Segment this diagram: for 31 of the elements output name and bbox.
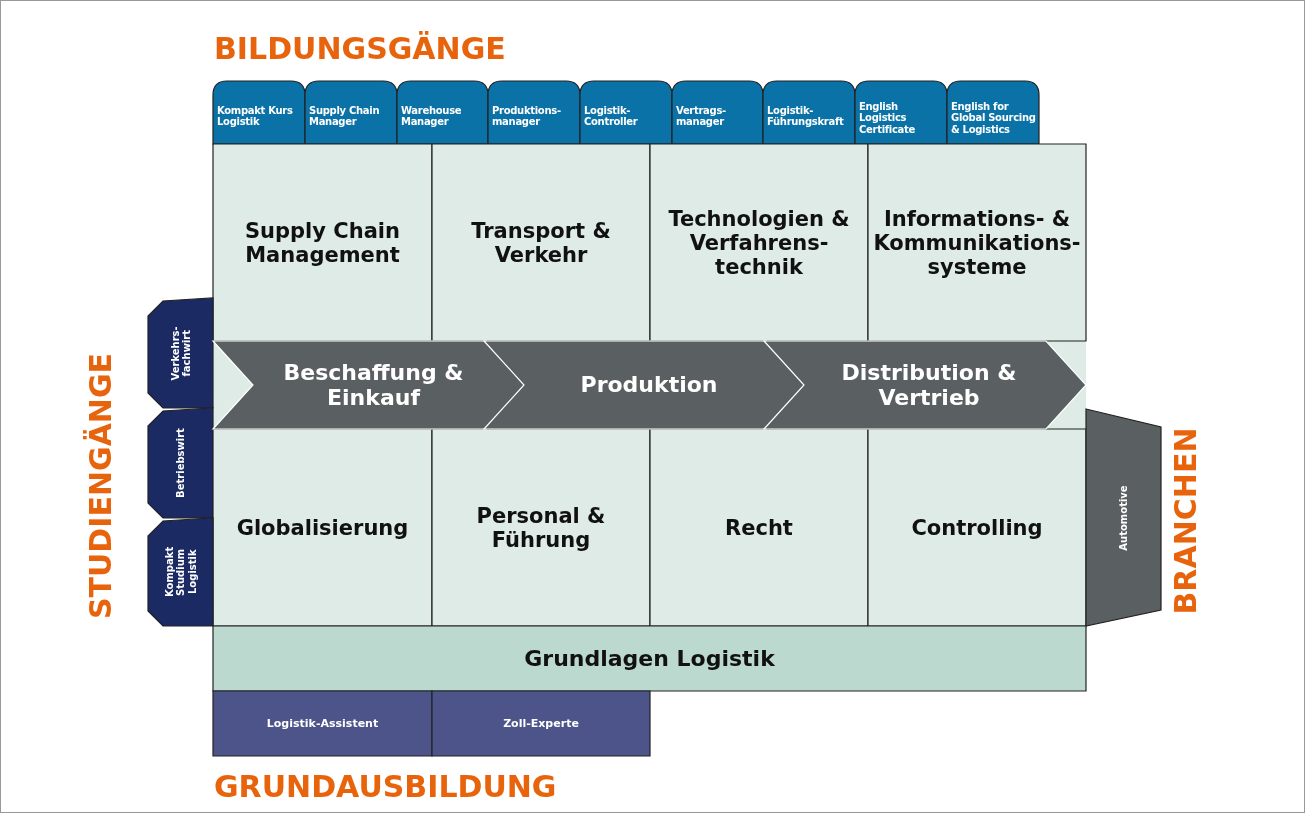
course-label: English Logistics Certificate <box>859 100 916 135</box>
topic-label: Produktion <box>579 372 719 398</box>
section-heading: BRANCHEN <box>1168 427 1203 615</box>
course-label: Vertrags-manager <box>676 104 727 128</box>
course-label: Betriebswirt <box>174 428 187 498</box>
topic-label: Recht <box>724 515 794 540</box>
topic-label: Technologien & Verfahrens-technik <box>667 206 851 279</box>
course-label: Produktions-manager <box>492 104 562 128</box>
course-label: Automotive <box>1117 484 1130 551</box>
course-label: Kompakt Studium Logistik <box>163 545 198 599</box>
topic-label: Grundlagen Logistik <box>523 645 776 672</box>
section-heading: STUDIENGÄNGE <box>83 352 118 620</box>
topic-label: Personal & Führung <box>475 503 607 552</box>
course-label: Logistik-Controller <box>584 104 639 128</box>
topic-label: Transport & Verkehr <box>470 218 612 267</box>
section-heading: BILDUNGSGÄNGE <box>214 31 506 66</box>
course-label: Warehouse Manager <box>401 104 463 128</box>
course-label: Verkehrs-fachwirt <box>169 325 192 381</box>
course-label: Kompakt Kurs Logistik <box>217 104 294 128</box>
course-label: Logistik-Führungskraft <box>767 104 845 128</box>
topic-label: Globalisierung <box>235 515 410 540</box>
topic-label: Informations- & Kommunikations-systeme <box>872 206 1082 279</box>
course-label: Supply Chain Manager <box>309 104 381 128</box>
section-heading: GRUNDAUSBILDUNG <box>214 769 557 804</box>
topic-label: Distribution & Vertrieb <box>840 359 1018 411</box>
topic-label: Beschaffung & Einkauf <box>282 359 465 411</box>
topic-label: Supply Chain Management <box>244 218 401 267</box>
course-label: Zoll-Experte <box>502 717 580 730</box>
course-label: Logistik-Assistent <box>265 717 380 730</box>
course-label: English for Global Sourcing & Logistics <box>951 100 1037 135</box>
topic-label: Controlling <box>910 515 1044 540</box>
